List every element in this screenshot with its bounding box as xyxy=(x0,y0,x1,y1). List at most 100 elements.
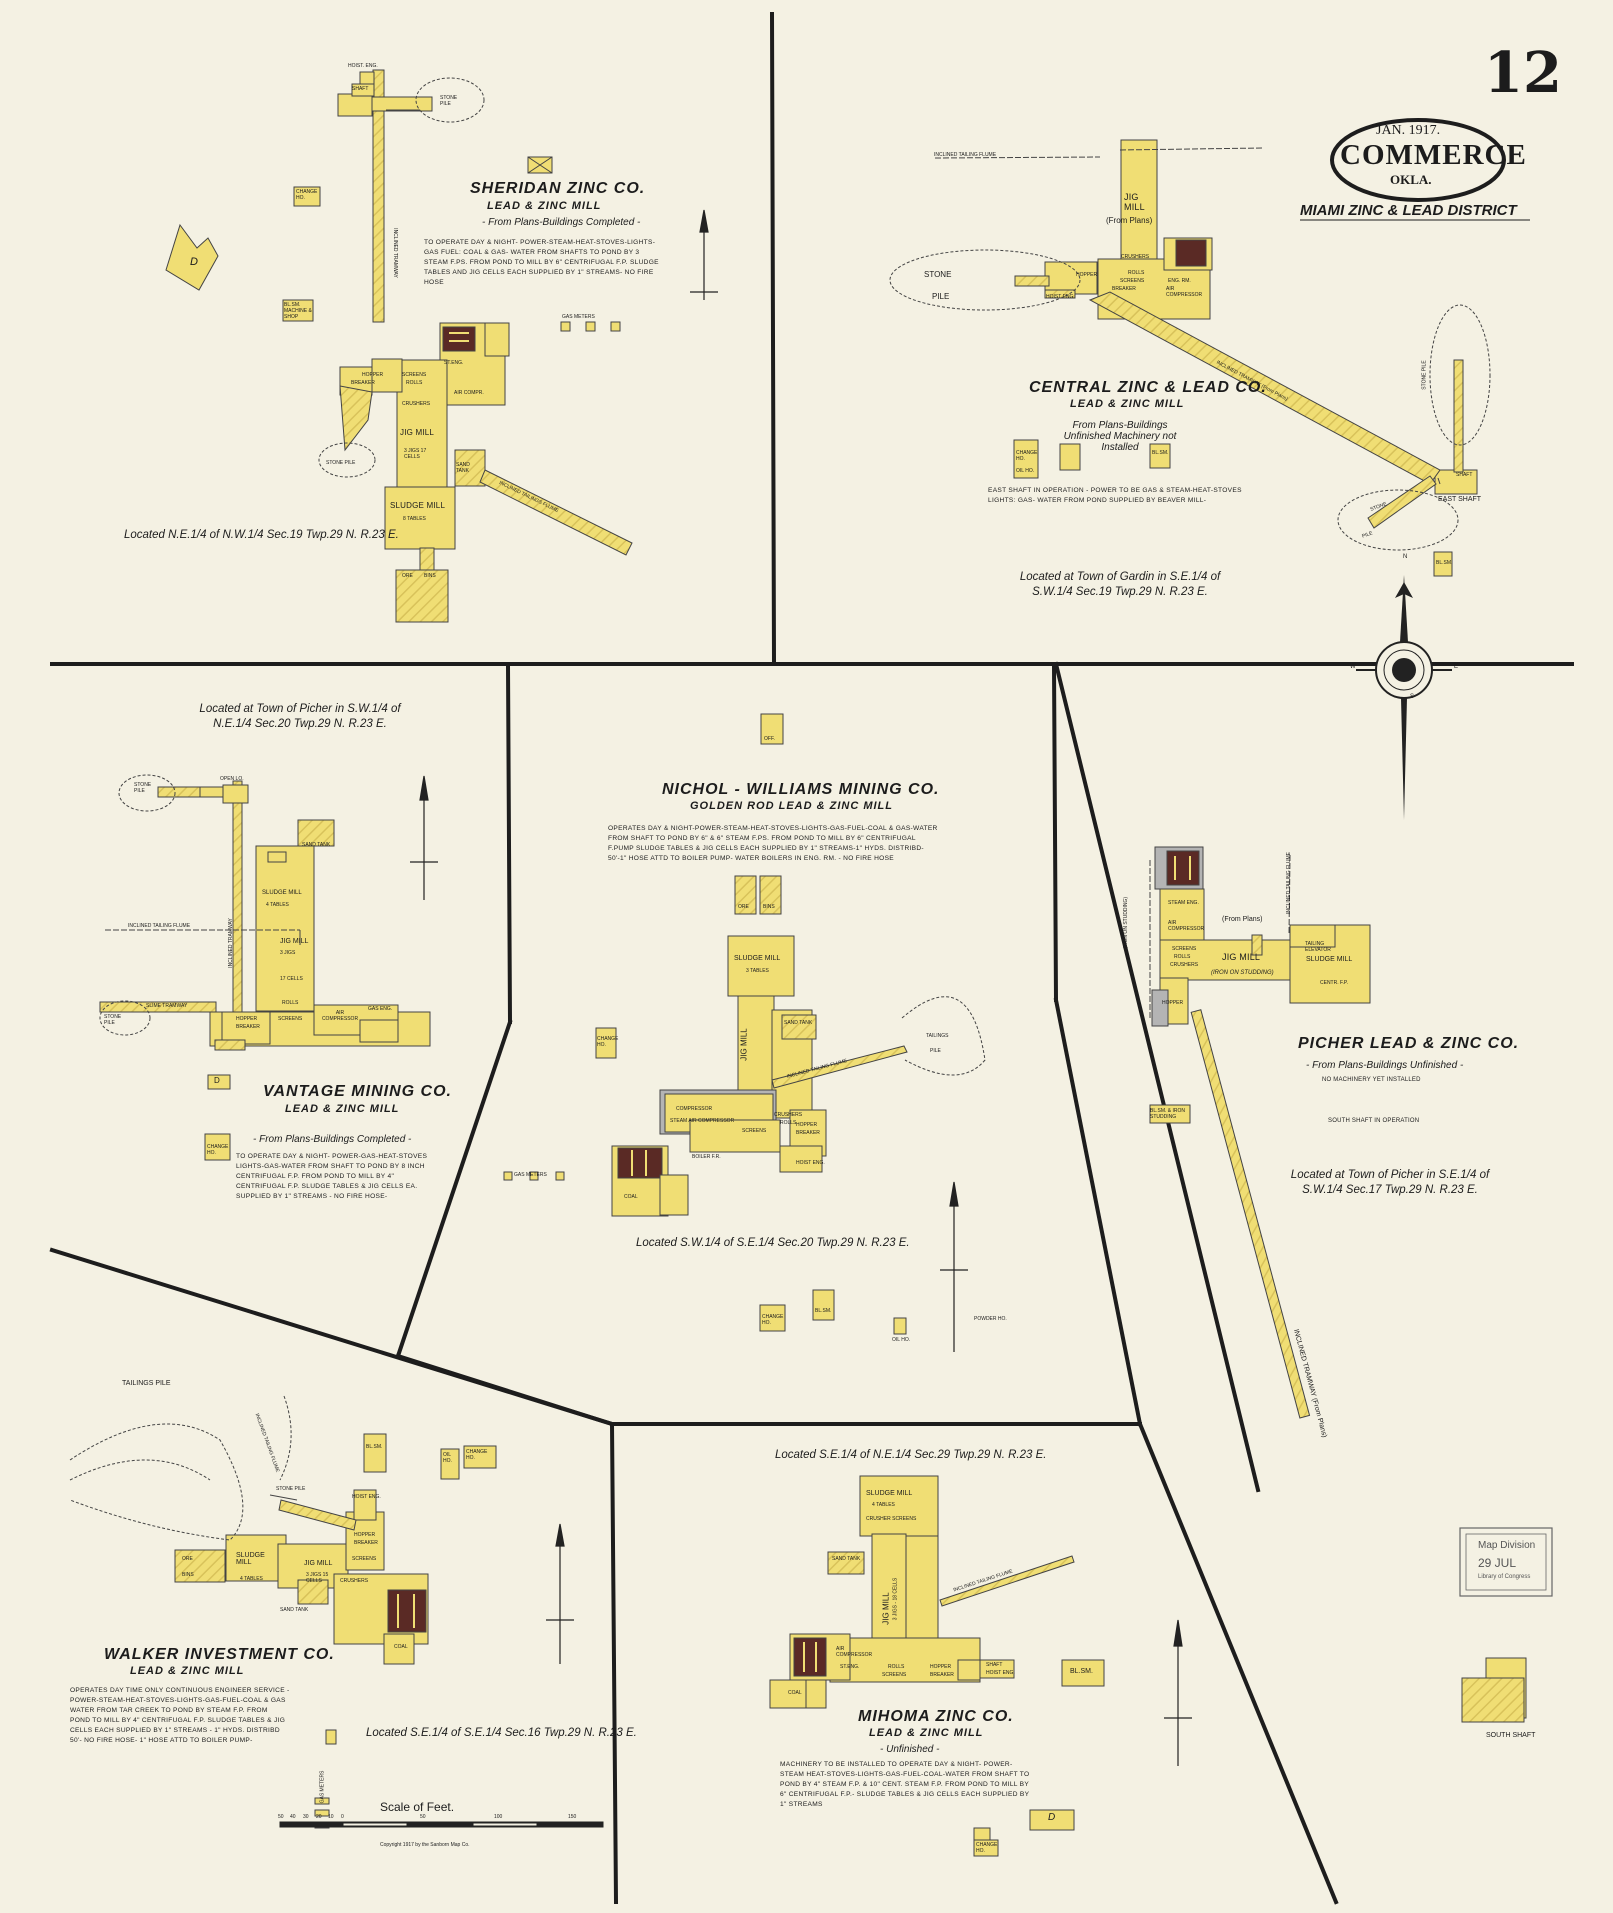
scale-tick-4: 10 xyxy=(328,1814,334,1820)
walker-plan xyxy=(174,1433,497,1829)
sheet-date: JAN. 1917. xyxy=(1376,123,1441,138)
scale-tick-6: 50 xyxy=(420,1814,426,1820)
nichol-off: OFF. xyxy=(764,736,775,742)
central-blsm: BL.SM. xyxy=(1152,450,1169,456)
title-oval xyxy=(1330,118,1506,202)
sheridan-gas: GAS METERS xyxy=(562,314,595,320)
picher-aircomp: AIR COMPRESSOR xyxy=(1168,920,1205,932)
nichol-aircomp: COMPRESSOR xyxy=(676,1106,713,1112)
central-change: CHANGE HO. xyxy=(1016,450,1038,462)
picher-fromplans: (From Plans) xyxy=(1222,916,1263,923)
nichol-lines xyxy=(901,996,986,1076)
sheridan-hoist: HOIST. ENG. xyxy=(348,63,378,69)
mihoma-hopper: HOPPER xyxy=(930,1664,952,1670)
nichol-pile: PILE xyxy=(930,1048,941,1054)
picher-blsm: BL.SM. & IRON STUDDING xyxy=(1150,1108,1186,1120)
walker-breaker: BREAKER xyxy=(354,1540,378,1546)
mihoma-status: - Unfinished - xyxy=(880,1744,940,1755)
sheridan-blsm: BL.SM. MACHINE & SHOP xyxy=(284,302,312,320)
vantage-plan xyxy=(99,780,431,1161)
central-status: From Plans-Buildings Unfinished Machiner… xyxy=(1063,420,1177,453)
nichol-rolls: ROLLS xyxy=(780,1120,797,1126)
walker-note: OPERATES DAY TIME ONLY CONTINUOUS ENGINE… xyxy=(70,1687,290,1744)
sheridan-status: - From Plans-Buildings Completed - xyxy=(482,217,641,228)
mihoma-shaft: SHAFT xyxy=(986,1662,1003,1668)
walker-tailings: TAILINGS PILE xyxy=(122,1380,171,1387)
vantage-lines xyxy=(99,774,301,1036)
nichol-tables: 3 TABLES xyxy=(746,968,769,974)
panel-borders xyxy=(49,11,1574,1905)
central-flume: INCLINED TAILING FLUME xyxy=(934,152,997,158)
sheridan-name: SHERIDAN ZINC CO. xyxy=(470,180,646,197)
town-name: COMMERCE xyxy=(1340,139,1527,171)
scale-bar xyxy=(279,1821,604,1828)
walker-sludge: SLUDGE MILL xyxy=(236,1552,265,1566)
vantage-tramway: INCLINED TRAMWAY xyxy=(227,918,234,968)
vantage-d: D xyxy=(214,1076,220,1085)
nichol-ore: ORE xyxy=(738,904,749,910)
sheridan-shaft: SHAFT xyxy=(352,86,369,92)
picher-hopper: HOPPER xyxy=(1162,1000,1184,1006)
central-rolls: ROLLS xyxy=(1128,270,1145,276)
central-shaft: SHAFT xyxy=(1456,472,1473,478)
nichol-sand: SAND TANK xyxy=(784,1020,813,1026)
picher-jig: JIG MILL xyxy=(1222,952,1261,962)
central-fromplans: (From Plans) xyxy=(1106,216,1153,225)
central-oil: OIL HO. xyxy=(1016,468,1035,474)
central-lines xyxy=(889,147,1491,551)
vantage-breaker: BREAKER xyxy=(236,1024,260,1030)
nichol-location: Located S.W.1/4 of S.E.1/4 Sec.20 Twp.29… xyxy=(636,1237,910,1249)
nichol-note: OPERATES DAY & NIGHT-POWER-STEAM-HEAT-ST… xyxy=(608,825,938,862)
compass-rose xyxy=(1356,575,1452,820)
picher-name: PICHER LEAD & ZINC CO. xyxy=(1298,1035,1520,1052)
walker-screens: SCREENS xyxy=(352,1556,377,1562)
mihoma-note: MACHINERY TO BE INSTALLED TO OPERATE DAY… xyxy=(780,1761,1030,1808)
vantage-screens: SCREENS xyxy=(278,1016,303,1022)
central-breaker: BREAKER xyxy=(1112,286,1136,292)
sheridan-sub: LEAD & ZINC MILL xyxy=(487,200,602,212)
vantage-name: VANTAGE MINING CO. xyxy=(263,1083,452,1100)
nichol-change2: CHANGE HO. xyxy=(762,1314,784,1326)
nichol-boiler: BOILER F.R. xyxy=(692,1154,721,1160)
nichol-steamair: STEAM AIR COMPRESSOR xyxy=(670,1118,735,1124)
nichol-sludge: SLUDGE MILL xyxy=(734,955,781,962)
nichol-hoist: HOIST ENG. xyxy=(796,1160,825,1166)
mihoma-sludge: SLUDGE MILL xyxy=(866,1490,913,1497)
vantage-status: - From Plans-Buildings Completed - xyxy=(253,1134,412,1145)
picher-studding: (IRON ON STUDDING) xyxy=(1211,970,1274,976)
nichol-bins: BINS xyxy=(763,904,775,910)
nichol-breaker: BREAKER xyxy=(796,1130,820,1136)
scale-label: Scale of Feet. xyxy=(380,1800,455,1814)
walker-bins: BINS xyxy=(182,1572,194,1578)
scale-tick-1: 40 xyxy=(290,1814,296,1820)
walker-tables: 4 TABLES xyxy=(240,1576,263,1582)
vantage-jigs: 3 JIGS xyxy=(280,950,296,956)
sheridan-sludge: SLUDGE MILL xyxy=(390,501,446,510)
scale-tick-0: 50 xyxy=(278,1814,284,1820)
vantage-sand: SAND TANK xyxy=(302,842,331,848)
vantage-slimes: SLIME TRAMWAY xyxy=(146,1003,188,1009)
walker-jig: JIG MILL xyxy=(304,1560,333,1567)
sheet-number: 12 xyxy=(1484,40,1562,106)
picher-rolls: ROLLS xyxy=(1174,954,1191,960)
sheridan-breaker: BREAKER xyxy=(351,380,375,386)
mihoma-crusher: CRUSHER SCREENS xyxy=(866,1516,917,1522)
vantage-flume: INCLINED TAILING FLUME xyxy=(128,923,191,929)
central-sub: LEAD & ZINC MILL xyxy=(1070,398,1185,410)
scale-tick-7: 100 xyxy=(494,1814,503,1820)
picher-status3: SOUTH SHAFT IN OPERATION xyxy=(1328,1118,1420,1124)
walker-stone: STONE PILE xyxy=(276,1486,306,1492)
stamp-line1: Map Division xyxy=(1478,1540,1536,1551)
mihoma-breaker: BREAKER xyxy=(930,1672,954,1678)
picher-status2: NO MACHINERY YET INSTALLED xyxy=(1322,1077,1421,1083)
walker-coal: COAL xyxy=(394,1644,408,1650)
mihoma-d: D xyxy=(1048,1812,1056,1823)
sheridan-hopper: HOPPER xyxy=(362,372,384,378)
walker-lines xyxy=(69,1395,298,1541)
picher-crushers: CRUSHERS xyxy=(1170,962,1199,968)
central-jig: JIG MILL xyxy=(1124,192,1145,212)
picher-tailing: TAILING ELEVATOR xyxy=(1305,941,1331,953)
picher-lines xyxy=(1149,854,1291,1020)
central-note: EAST SHAFT IN OPERATION - POWER TO BE GA… xyxy=(988,487,1242,504)
